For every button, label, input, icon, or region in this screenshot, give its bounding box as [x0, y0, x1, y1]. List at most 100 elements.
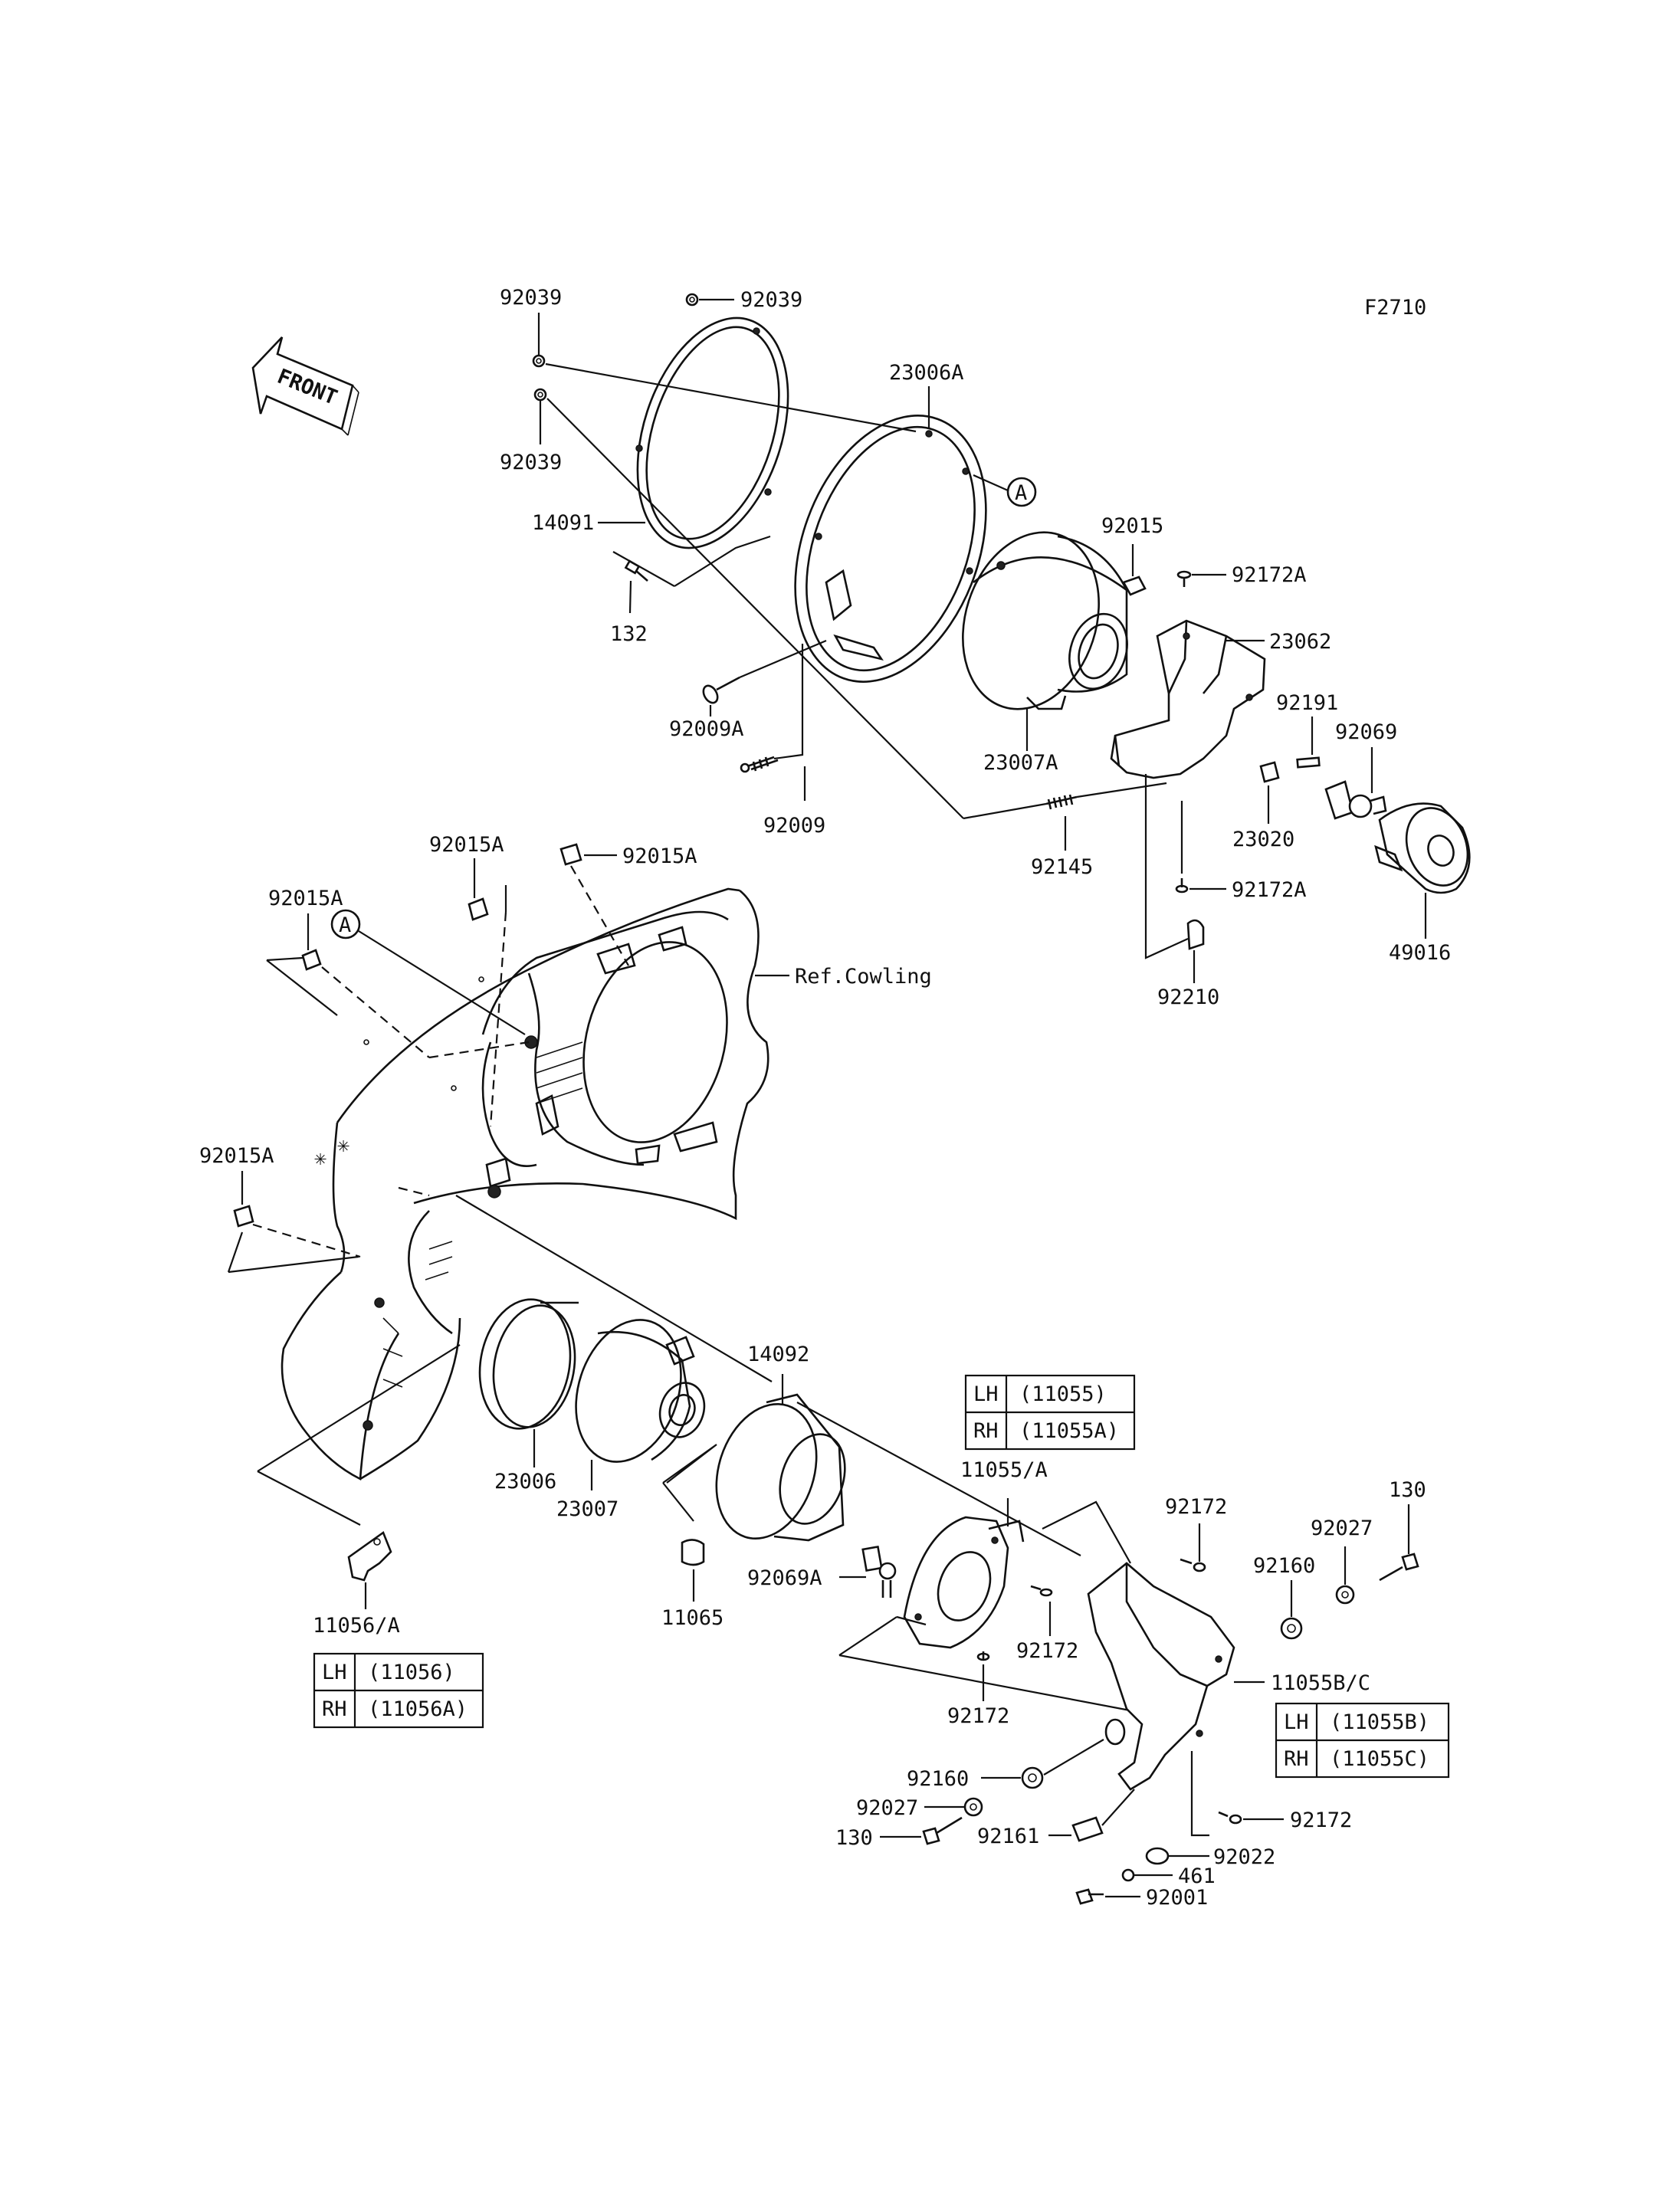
clip-23020 [1259, 761, 1280, 783]
clip-92015 [1122, 575, 1147, 596]
table-11056-r2c2: (11056A) [368, 1697, 468, 1721]
bolt-130-lower [922, 1816, 963, 1845]
screw-92172-right [1030, 1585, 1053, 1597]
bracket-23062 [1110, 619, 1266, 779]
table-11055: LH (11055) RH (11055A) [964, 1374, 1136, 1451]
trim-ring-14091 [635, 316, 789, 549]
label-92069: 92069 [1335, 720, 1397, 744]
bolt-130-right [1379, 1553, 1419, 1582]
spring-screw-92009 [740, 756, 779, 773]
label-11056A: 11056/A [313, 1614, 400, 1638]
label-92015A-4: 92015A [199, 1144, 274, 1168]
label-92172A-bottom: 92172A [1232, 878, 1307, 902]
label-92161: 92161 [977, 1825, 1039, 1848]
mounting-ring-23006A [794, 415, 987, 683]
label-92172-right: 92172 [1016, 1639, 1078, 1663]
front-arrow-icon: FRONT [251, 336, 359, 436]
label-92015A-3: 92015A [622, 844, 697, 868]
clip-92015A-1 [301, 949, 322, 971]
label-23007A: 23007A [983, 751, 1058, 775]
table-11055-r1c2: (11055) [1019, 1382, 1107, 1406]
label-92027-right: 92027 [1311, 1517, 1373, 1540]
spacer-92161 [1071, 1816, 1104, 1842]
label-132: 132 [610, 622, 648, 646]
label-92210: 92210 [1157, 985, 1219, 1009]
label-ref-cowling: Ref.Cowling [795, 965, 932, 989]
headlight-23007 [575, 1319, 706, 1463]
washer-92027-right [1335, 1585, 1355, 1605]
label-92009A: 92009A [669, 717, 744, 741]
screw-92172A-bottom [1175, 878, 1189, 894]
table-11055BC-r1c2: (11055B) [1330, 1710, 1429, 1734]
figure-code: F2710 [1364, 296, 1426, 320]
bolt-92001 [1075, 1888, 1104, 1905]
ref-circle-a-cowling [330, 909, 361, 939]
label-92009: 92009 [763, 814, 825, 838]
label-92172-top: 92172 [1165, 1495, 1227, 1519]
ref-circle-a-top [1006, 477, 1037, 507]
ring-23006 [478, 1298, 579, 1430]
label-461: 461 [1178, 1864, 1216, 1888]
bracket-11056A [347, 1530, 392, 1582]
clip-92015A-3 [559, 843, 582, 866]
nut-92039-top [685, 293, 699, 307]
label-92001: 92001 [1146, 1886, 1208, 1910]
label-92069A: 92069A [747, 1566, 822, 1590]
table-11055-r2c2: (11055A) [1019, 1419, 1119, 1443]
label-23006A: 23006A [889, 361, 964, 385]
plate-92210 [1186, 919, 1205, 950]
ref-circle-a-top-label: A [1015, 481, 1027, 505]
bracket-11055A [903, 1516, 1025, 1649]
label-92172A-top: 92172A [1232, 563, 1307, 587]
screw-92172-lower [976, 1651, 990, 1661]
label-23006: 23006 [494, 1470, 556, 1494]
cap-11065 [681, 1539, 705, 1566]
label-92015A-1: 92015A [268, 887, 343, 910]
label-14092: 14092 [747, 1343, 809, 1366]
table-11055BC: LH (11055B) RH (11055C) [1275, 1702, 1450, 1779]
label-130-lower: 130 [835, 1826, 873, 1850]
label-92039-top: 92039 [740, 288, 802, 312]
table-11056-r1c2: (11056) [368, 1661, 455, 1684]
label-92160-right: 92160 [1253, 1554, 1315, 1578]
washer-92027-lower [963, 1797, 983, 1817]
label-11055BC: 11055B/C [1271, 1671, 1370, 1695]
label-92172-lower: 92172 [947, 1704, 1009, 1728]
reflector-23007A [962, 531, 1128, 710]
table-11055-r2c1: RH [973, 1419, 999, 1443]
washer-92160-right [1280, 1617, 1303, 1640]
label-11065: 11065 [661, 1606, 724, 1630]
table-11055BC-r2c1: RH [1284, 1747, 1309, 1771]
label-49016: 49016 [1389, 941, 1451, 965]
screw-92172-top [1180, 1558, 1206, 1572]
washer-92022 [1145, 1847, 1170, 1865]
bracket-11055BC [1087, 1562, 1235, 1791]
table-11055-r1c1: LH [973, 1382, 999, 1406]
cap-49016 [1374, 802, 1471, 894]
table-11055BC-r2c2: (11055C) [1330, 1747, 1429, 1771]
label-130-right: 130 [1389, 1478, 1426, 1502]
housing-14092 [715, 1393, 846, 1542]
nut-461 [1121, 1868, 1135, 1882]
label-11055A: 11055/A [960, 1458, 1048, 1482]
nut-92039-left-lower [533, 388, 547, 402]
label-92145: 92145 [1031, 855, 1093, 879]
label-92191: 92191 [1276, 691, 1338, 715]
label-92015: 92015 [1101, 514, 1163, 538]
ref-circle-a-cowling-label: A [339, 913, 351, 937]
spring-92145 [1045, 794, 1078, 810]
star-marker-1-icon: ✳ [314, 1146, 326, 1170]
table-11056: LH (11056) RH (11056A) [313, 1652, 484, 1729]
cowling-ref [281, 887, 769, 1481]
label-92022: 92022 [1213, 1845, 1275, 1869]
label-92015A-2: 92015A [429, 833, 504, 857]
label-92039-left-upper: 92039 [500, 286, 562, 310]
screw-92172A-top [1176, 570, 1192, 587]
label-23062: 23062 [1269, 630, 1331, 654]
bulb-92069A [861, 1545, 897, 1598]
nut-92039-left-upper [532, 354, 546, 368]
label-14091: 14091 [532, 511, 594, 535]
clip-92015A-2 [468, 897, 489, 921]
label-92160-lower: 92160 [907, 1767, 969, 1791]
